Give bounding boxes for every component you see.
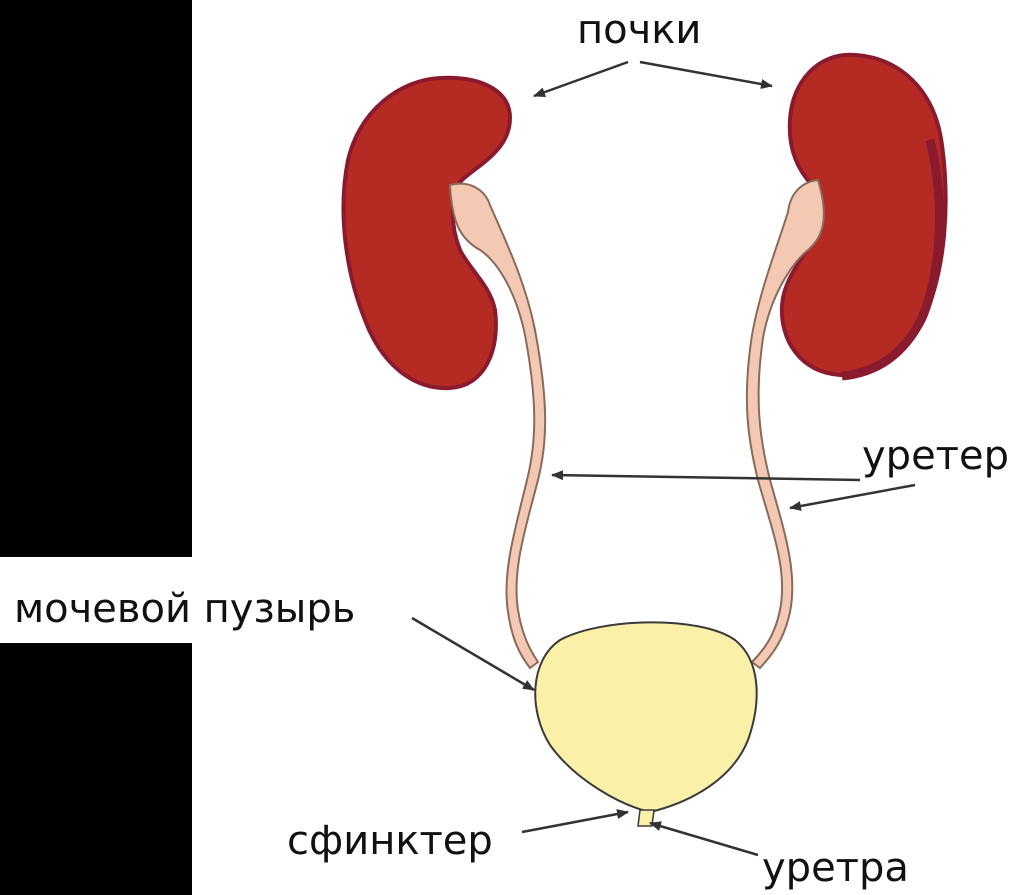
arrow-kidneys-right bbox=[640, 62, 772, 86]
label-bladder: мочевой пузырь bbox=[14, 589, 355, 629]
arrow-sphincter bbox=[522, 812, 628, 832]
label-urethra: уретра bbox=[762, 848, 909, 888]
arrow-kidneys-left bbox=[534, 62, 628, 96]
arrow-ureter-right bbox=[790, 485, 915, 508]
label-sphincter: сфинктер bbox=[287, 821, 493, 861]
arrow-ureter-left bbox=[552, 475, 860, 480]
arrow-urethra bbox=[650, 823, 758, 855]
label-ureter: уретер bbox=[862, 436, 1009, 476]
label-kidneys: почки bbox=[577, 10, 701, 50]
bladder bbox=[535, 622, 756, 812]
